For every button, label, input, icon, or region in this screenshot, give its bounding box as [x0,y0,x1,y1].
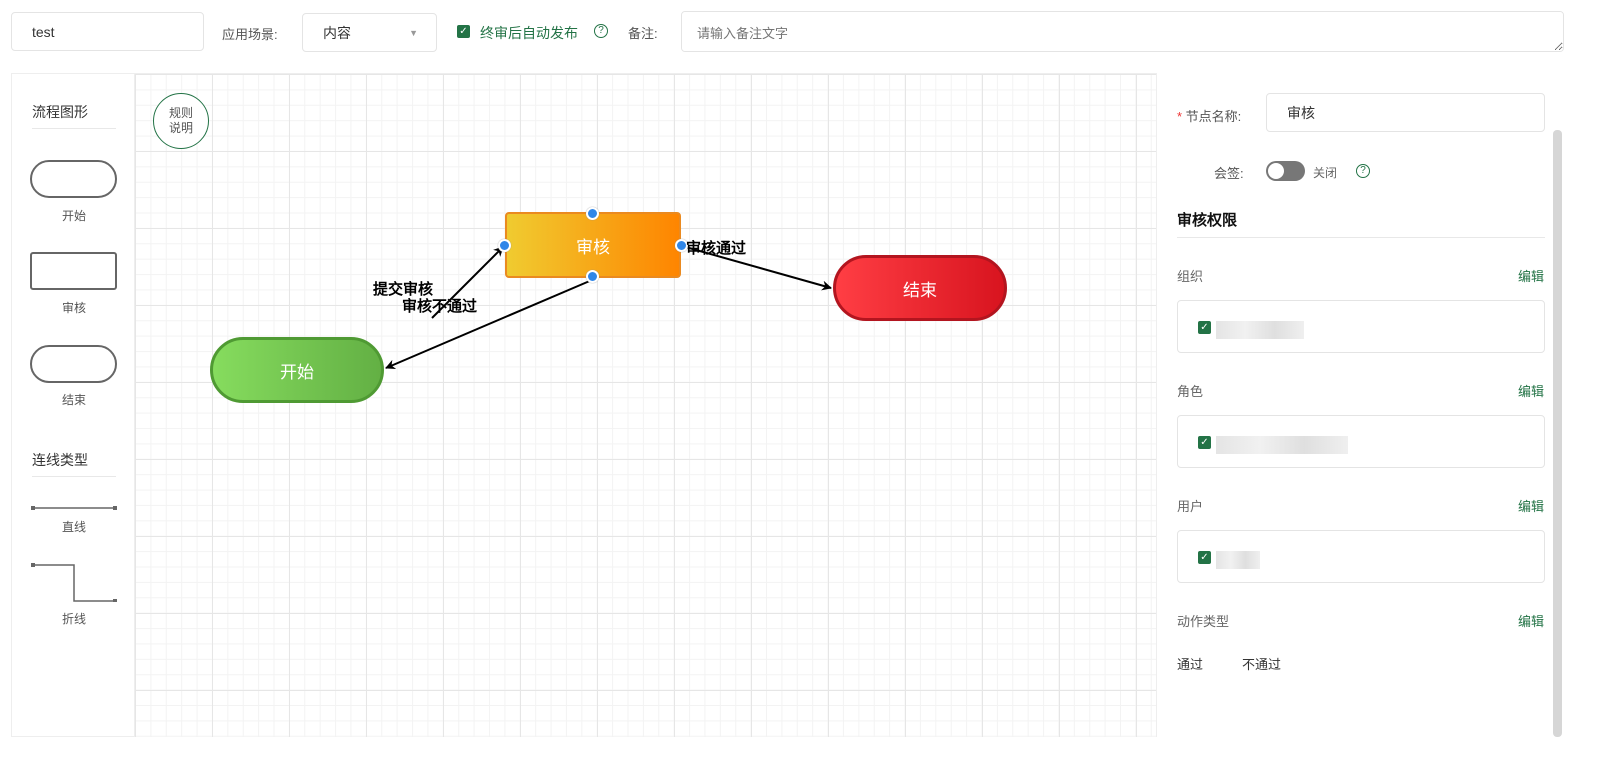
action-label: 动作类型 [1177,614,1230,629]
auto-publish-label[interactable]: 终审后自动发布 [480,25,578,41]
palette-start-label: 开始 [61,209,86,223]
action-pass: 通过 [1177,657,1204,672]
scene-value: 内容 [323,24,351,41]
org-edit-link[interactable]: 编辑 [1517,269,1544,284]
flow-canvas[interactable] [135,73,1156,737]
palette-lines[interactable] [30,502,120,602]
countersign-toggle[interactable] [1266,161,1305,181]
palette-start-shape[interactable] [30,160,117,198]
scene-select[interactable]: 内容 ▼ [302,13,437,52]
node-name-input[interactable]: 审核 [1266,93,1545,132]
user-box: ✓ [1177,530,1545,583]
remark-label: 备注: [628,26,658,41]
caret-down-icon: ▼ [409,28,418,38]
port-right[interactable] [675,239,688,252]
node-review[interactable]: 审核 [505,212,681,278]
permissions-title: 审核权限 [1177,212,1238,229]
role-edit-link[interactable]: 编辑 [1517,384,1544,399]
org-box: ✓ [1177,300,1545,353]
role-box: ✓ [1177,415,1545,468]
palette-review-label: 审核 [61,301,86,315]
user-checkbox[interactable]: ✓ [1198,551,1211,564]
palette-polyline-label: 折线 [61,612,86,626]
action-edit-link[interactable]: 编辑 [1517,614,1544,629]
shapes-title: 流程图形 [32,104,88,120]
help-icon[interactable]: ? [594,24,608,38]
role-label: 角色 [1177,384,1204,399]
edge-label-pass[interactable]: 审核通过 [686,240,747,257]
straight-line-icon [31,506,117,510]
port-top[interactable] [586,207,599,220]
lines-title: 连线类型 [32,452,88,468]
action-reject: 不通过 [1242,657,1282,672]
user-edit-link[interactable]: 编辑 [1517,499,1544,514]
countersign-state: 关闭 [1313,166,1338,180]
flow-name-input[interactable]: test [11,12,204,51]
port-left[interactable] [498,239,511,252]
palette-end-shape[interactable] [30,345,117,383]
org-label: 组织 [1177,269,1204,284]
rules-button[interactable]: 规则说明 [153,93,209,149]
node-name-value: 审核 [1287,104,1315,121]
auto-publish-checkbox[interactable]: ✓ [457,25,470,38]
palette-review-shape[interactable] [30,252,117,290]
node-end[interactable]: 结束 [833,255,1007,321]
polyline-icon [31,563,117,602]
help-icon[interactable]: ? [1356,164,1370,178]
palette-straight-label: 直线 [61,520,86,534]
properties-panel: * 节点名称: 审核 会签: 关闭 ? 审核权限 组织 编辑 ✓ 角色 编辑 ✓… [1156,73,1564,737]
remark-textarea[interactable] [681,11,1564,52]
port-bottom[interactable] [586,270,599,283]
org-checkbox[interactable]: ✓ [1198,321,1211,334]
countersign-label: 会签: [1214,166,1244,181]
node-start[interactable]: 开始 [210,337,384,403]
panel-scrollbar[interactable] [1553,130,1562,737]
role-checkbox[interactable]: ✓ [1198,436,1211,449]
user-label: 用户 [1177,499,1204,514]
edge-label-reject[interactable]: 审核不通过 [402,298,478,315]
palette-end-label: 结束 [61,393,86,407]
scene-label: 应用场景: [222,27,278,42]
flow-name-value: test [32,23,55,40]
node-name-label: 节点名称: [1185,109,1242,124]
required-mark: * [1177,109,1186,124]
palette-panel: 流程图形 开始 审核 结束 连线类型 直线 折线 [11,73,135,737]
edge-label-submit[interactable]: 提交审核 [373,281,434,298]
